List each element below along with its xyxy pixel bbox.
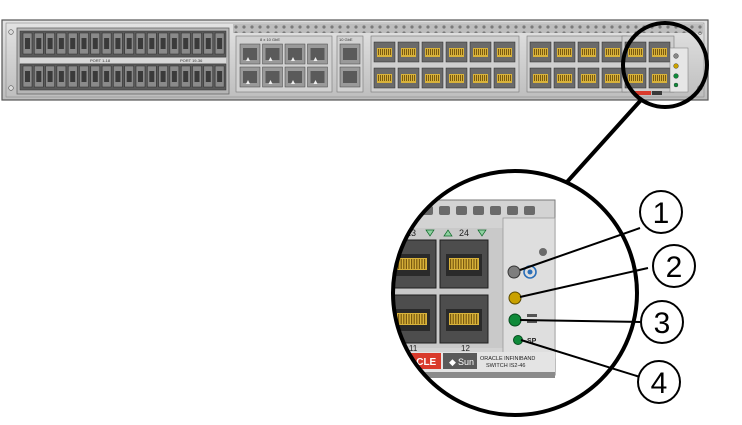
product-name-line1: ORACLE INFINIBAND [480, 356, 535, 362]
callout-number-1: 1 [653, 197, 670, 230]
activity-led-icon [425, 229, 435, 237]
cxp-module-left: PORT 1-18 PORT 19-36 [16, 27, 230, 95]
switch-chassis: PORT 1-18 PORT 19-36 8 x 10 GbE 10 GbE [1, 19, 709, 101]
vent-slot [507, 206, 518, 215]
zoom-source-circle [621, 21, 709, 109]
callout-leaders [519, 227, 649, 378]
status-led-area [633, 47, 689, 95]
callout-number-3: 3 [654, 307, 671, 340]
vent-slot [439, 206, 450, 215]
link-led-icon [393, 229, 401, 237]
zoom-connector-line [565, 98, 643, 184]
product-name-line2: SWITCH IS2-46 [486, 363, 525, 369]
sun-logo-text: Sun [458, 357, 474, 367]
callout-4: 4 [637, 360, 681, 404]
port-label-24: 24 [459, 228, 469, 238]
left-module-label-top: PORT 1-18 [90, 58, 111, 63]
sun-diamond-icon: ◆ [449, 358, 456, 368]
activity-led-icon [477, 229, 487, 237]
callout-number-2: 2 [666, 251, 683, 284]
sfp-group-label: 8 x 10 GbE [260, 37, 280, 42]
vent-slot [456, 206, 467, 215]
callout-3: 3 [640, 300, 684, 344]
link-led-icon [443, 229, 453, 237]
bezel-screw [539, 248, 547, 256]
vent-slot [393, 206, 399, 215]
sfp-port-group: 8 x 10 GbE 10 GbE [235, 35, 364, 93]
vent-slot [490, 206, 501, 215]
port-label-11: 11 [409, 344, 418, 353]
port-label-12: 12 [461, 344, 470, 353]
ethernet-group-label: 10 GbE [339, 37, 353, 42]
rj45-port-groups [370, 35, 675, 93]
attention-led [508, 291, 522, 305]
vent-slot [405, 206, 416, 215]
zoom-detail-circle [391, 169, 639, 417]
vent-strip [233, 24, 703, 33]
vent-slot [473, 206, 484, 215]
sp-label: SP [527, 338, 537, 345]
callout-number-4: 4 [651, 367, 668, 400]
oracle-logo-small [633, 91, 651, 95]
detail-view: 23 24 11 12 SP ORACLE ◆ Sun ORACL [393, 171, 637, 415]
detail-vents [393, 206, 535, 215]
sun-logo-small [652, 91, 662, 95]
callout-2: 2 [652, 244, 696, 288]
cxp-port-row [22, 32, 225, 88]
sun-logo [443, 353, 477, 369]
vent-slot [524, 206, 535, 215]
left-module-label-bottom: PORT 19-36 [180, 58, 203, 63]
callout-1: 1 [639, 190, 683, 234]
detail-rj45-ports [393, 229, 489, 344]
